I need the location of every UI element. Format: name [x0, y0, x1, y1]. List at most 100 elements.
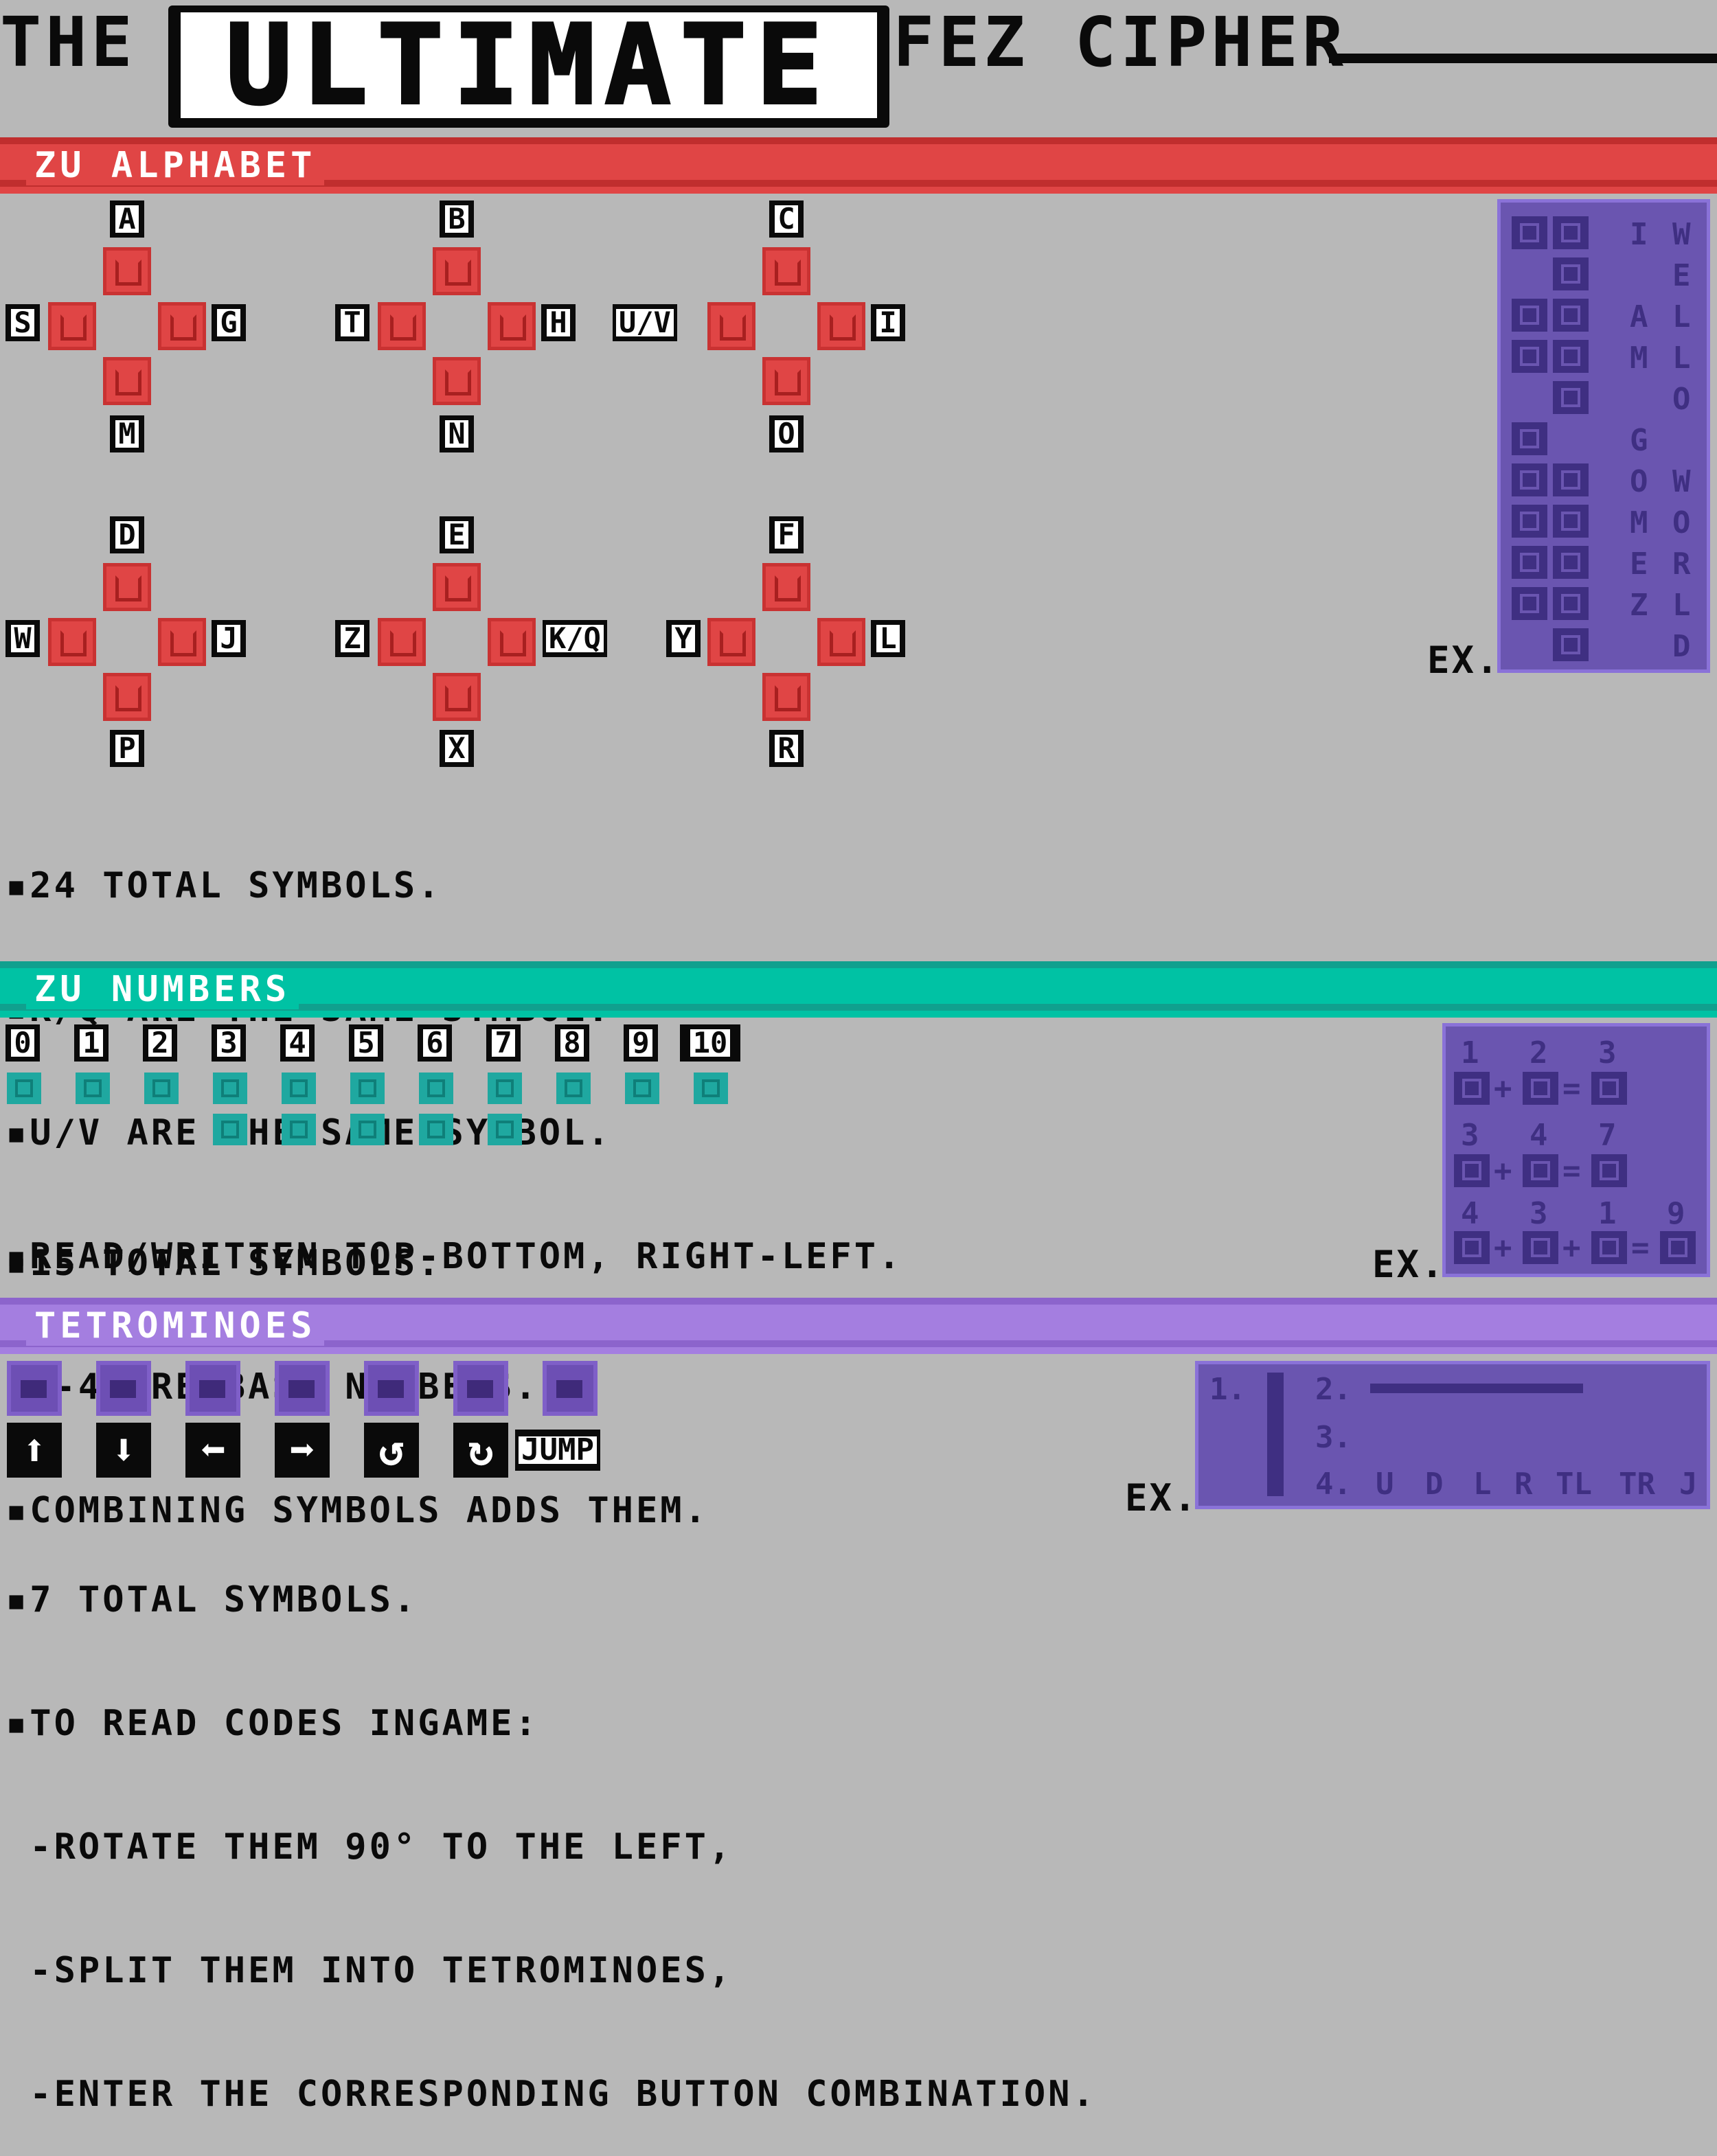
- numbers-note: ▪COMBINING SYMBOLS ADDS THEM.: [5, 1490, 709, 1531]
- number-9-icon: [625, 1073, 659, 1104]
- example-letter: E: [1672, 258, 1691, 293]
- tetrominoes-note: -ROTATE THEM 90° TO THE LEFT,: [5, 1826, 734, 1868]
- digit-2: 2: [143, 1024, 177, 1062]
- digit-6: 6: [418, 1024, 452, 1062]
- rune-t-icon: [378, 302, 426, 350]
- example-number-icon: [1660, 1231, 1696, 1264]
- title-the: THE: [0, 2, 137, 82]
- example-equals: =: [1562, 1071, 1581, 1106]
- example-letter: O: [1672, 505, 1691, 540]
- example-plus: +: [1562, 1230, 1581, 1265]
- example-letter: M: [1630, 341, 1648, 376]
- letter-j: J: [212, 620, 246, 657]
- tetromino-up-icon: [7, 1361, 62, 1416]
- digit-9: 9: [624, 1024, 658, 1062]
- numbers-band: ZU NUMBERS: [0, 961, 1717, 1018]
- tetrominoes-note: -SPLIT THEM INTO TETROMINOES,: [5, 1950, 734, 1991]
- letter-u-v: U/V: [613, 304, 677, 341]
- rotate-left-icon: ↺: [364, 1423, 419, 1478]
- example-number: 9: [1667, 1196, 1685, 1231]
- tetromino-right-icon: [275, 1361, 330, 1416]
- number-3-alt-icon: [213, 1114, 247, 1145]
- rune-z-icon: [378, 618, 426, 666]
- example-step-1: 1.: [1209, 1372, 1246, 1407]
- example-rune-icon: [1553, 340, 1589, 373]
- example-letter: L: [1672, 299, 1691, 334]
- rune-x-icon: [433, 673, 481, 721]
- example-number-icon: [1591, 1231, 1627, 1264]
- tetrominoes-band: TETROMINOES: [0, 1298, 1717, 1354]
- rune-g-icon: [158, 302, 206, 350]
- example-letter: R: [1672, 547, 1691, 582]
- digit-4: 4: [280, 1024, 315, 1062]
- title-ultimate-text: ULTIMATE: [181, 9, 877, 122]
- letter-i: I: [871, 304, 905, 341]
- number-4-alt-icon: [282, 1114, 316, 1145]
- right-arrow-icon: ➡: [275, 1423, 330, 1478]
- example-sequence-item: TR: [1619, 1467, 1655, 1502]
- example-number-icon: [1454, 1072, 1490, 1105]
- example-number-icon: [1523, 1231, 1558, 1264]
- example-number: 3: [1598, 1035, 1617, 1070]
- letter-y: Y: [666, 620, 701, 657]
- example-sequence-item: U: [1376, 1467, 1394, 1502]
- letter-h: H: [541, 304, 576, 341]
- example-code-icon: [1267, 1373, 1284, 1496]
- example-rune-icon: [1553, 299, 1589, 332]
- example-letter: E: [1630, 547, 1648, 582]
- example-code-icon: [1370, 1384, 1583, 1393]
- example-letter: L: [1672, 341, 1691, 376]
- numbers-header: ZU NUMBERS: [26, 970, 299, 1009]
- letter-t: T: [335, 304, 369, 341]
- number-5-icon: [350, 1073, 385, 1104]
- number-6-icon: [419, 1073, 453, 1104]
- example-number-icon: [1591, 1072, 1627, 1105]
- tetromino-rotate-left-icon: [364, 1361, 419, 1416]
- tetromino-down-icon: [96, 1361, 151, 1416]
- example-letter: Z: [1630, 588, 1648, 623]
- number-4-icon: [282, 1073, 316, 1104]
- rune-f-icon: [762, 563, 810, 611]
- down-arrow-icon: ⬇: [96, 1423, 151, 1478]
- alphabet-note: ▪24 TOTAL SYMBOLS.: [5, 865, 442, 906]
- example-number: 2: [1530, 1035, 1548, 1070]
- digit-1: 1: [74, 1024, 109, 1062]
- letter-b: B: [440, 200, 474, 238]
- example-rune-icon: [1553, 628, 1589, 661]
- tetromino-rotate-right-icon: [453, 1361, 508, 1416]
- tetrominoes-example-label: EX.: [1125, 1476, 1198, 1519]
- rune-y-icon: [707, 618, 755, 666]
- example-number-icon: [1523, 1154, 1558, 1187]
- number-7-alt-icon: [488, 1114, 522, 1145]
- letter-p: P: [110, 730, 144, 767]
- letter-l: L: [871, 620, 905, 657]
- alphabet-header: ZU ALPHABET: [26, 146, 325, 185]
- example-number: 1: [1461, 1035, 1479, 1070]
- tetrominoes-band-stripe-bottom: [0, 1340, 1717, 1347]
- letter-c: C: [769, 200, 804, 238]
- example-rune-icon: [1512, 505, 1547, 538]
- example-number: 3: [1461, 1118, 1479, 1153]
- letter-d: D: [110, 516, 144, 553]
- letter-f: F: [769, 516, 804, 553]
- letter-x: X: [440, 730, 474, 767]
- example-plus: +: [1494, 1230, 1512, 1265]
- example-letter: G: [1630, 423, 1648, 458]
- rune-b-icon: [433, 247, 481, 295]
- example-number: 7: [1598, 1118, 1617, 1153]
- example-rune-icon: [1512, 340, 1547, 373]
- rune-r-icon: [762, 673, 810, 721]
- alphabet-note: ▪U/V ARE THE SAME SYMBOL.: [5, 1112, 612, 1154]
- tetrominoes-band-stripe-top: [0, 1298, 1717, 1305]
- title-fez-cipher: FEZ CIPHER: [893, 2, 1348, 82]
- letter-e: E: [440, 516, 474, 553]
- digit-8: 8: [555, 1024, 589, 1062]
- number-0-icon: [7, 1073, 41, 1104]
- number-1-icon: [76, 1073, 110, 1104]
- example-rune-icon: [1553, 463, 1589, 496]
- letter-n: N: [440, 415, 474, 452]
- alphabet-band-stripe-top: [0, 137, 1717, 144]
- digit-3: 3: [212, 1024, 246, 1062]
- number-2-icon: [144, 1073, 179, 1104]
- rune-m-icon: [103, 357, 151, 405]
